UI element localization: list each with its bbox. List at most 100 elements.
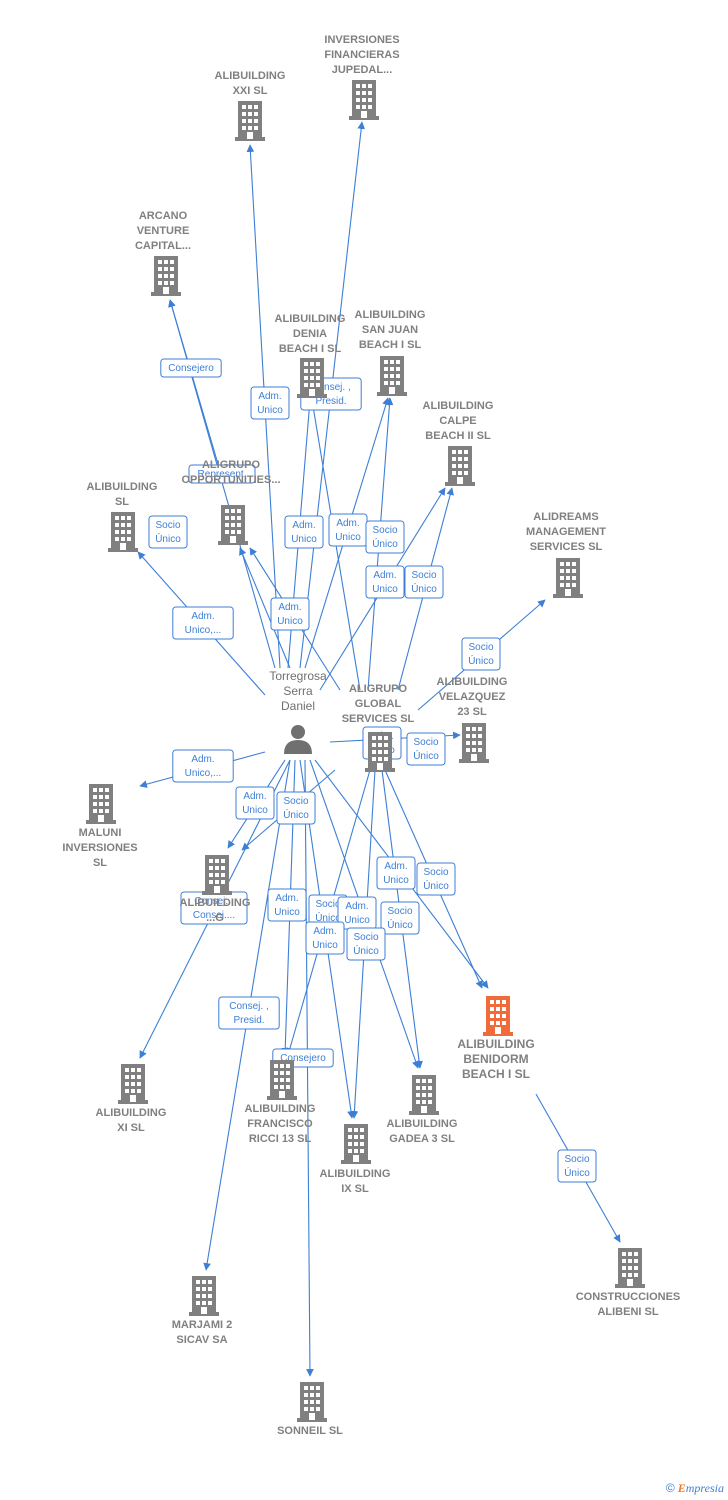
badge-text: Único <box>468 654 494 667</box>
relation-badge[interactable]: Adm.Unico,... <box>172 749 234 783</box>
company-node-n8[interactable]: ALIBUILDING SL <box>87 481 158 552</box>
building-icon <box>483 996 513 1036</box>
company-label: ALIBUILDING <box>245 1103 316 1115</box>
building-icon <box>365 732 395 772</box>
building-icon <box>118 1064 148 1104</box>
badge-text: Adm. <box>336 518 359 529</box>
badge-box <box>148 515 188 549</box>
relation-badge[interactable]: Adm.Unico <box>284 515 324 549</box>
relation-badge[interactable]: Adm. Unico <box>328 513 368 547</box>
building-icon <box>615 1248 645 1288</box>
company-label: ALIBUILDING <box>180 897 251 909</box>
relation-badge[interactable]: Adm.Unico <box>267 888 307 922</box>
badge-text: Adm. <box>278 602 301 613</box>
badge-text: Socio <box>387 906 412 917</box>
relation-badge[interactable]: Adm.Unico <box>235 786 275 820</box>
badge-text: Consej. , <box>311 382 350 393</box>
badge-text: Unico <box>335 532 361 543</box>
badge-text: Único <box>413 749 439 762</box>
relation-badge[interactable]: Adm. Unico <box>337 896 377 930</box>
badge-text: Adm. <box>345 901 368 912</box>
company-label: ALIGRUPO <box>202 459 261 471</box>
badge-box <box>305 921 345 955</box>
company-label: SAN JUAN <box>362 324 418 336</box>
badge-text: Adm. <box>275 893 298 904</box>
relation-badge[interactable]: Consej. ,Presid. <box>218 996 280 1030</box>
relation-badge[interactable]: Consejero <box>160 358 222 378</box>
badge-text: Unico,... <box>185 625 222 636</box>
company-node-n21[interactable]: SONNEIL SL <box>277 1382 343 1437</box>
building-icon <box>349 80 379 120</box>
badge-text: Adm. <box>191 611 214 622</box>
company-node-n3[interactable]: ARCANOVENTURECAPITAL... <box>135 210 191 296</box>
badge-box <box>276 791 316 825</box>
company-label: ALIBUILDING <box>275 313 346 325</box>
badge-text: Socio <box>353 932 378 943</box>
brand-logo: © Empresia <box>666 1481 724 1496</box>
building-icon <box>297 358 327 398</box>
badge-box <box>380 901 420 935</box>
relation-badge[interactable]: Adm.Unico <box>365 565 405 599</box>
person-icon <box>284 725 312 754</box>
relation-badge[interactable]: Adm. Unico <box>270 597 310 631</box>
relation-badge[interactable]: Adm. Unico,... <box>172 606 234 640</box>
company-label: ALIBUILDING <box>87 481 158 493</box>
badge-text: Unico,... <box>185 768 222 779</box>
company-label: BENIDORM <box>463 1052 528 1066</box>
company-label: MARJAMI 2 <box>172 1319 233 1331</box>
badge-text: Socio <box>315 899 340 910</box>
badge-box <box>284 515 324 549</box>
relation-badge[interactable]: Adm.Unico <box>376 856 416 890</box>
company-node-n1[interactable]: INVERSIONESFINANCIERASJUPEDAL... <box>324 34 400 120</box>
company-node-n13[interactable]: ALIBUILDING...G <box>180 855 251 924</box>
relation-badge[interactable]: Adm.Unico <box>305 921 345 955</box>
badge-text: Unico <box>277 616 303 627</box>
badge-text: Único <box>353 944 379 957</box>
badge-text: Socio <box>564 1154 589 1165</box>
badge-text: Único <box>423 879 449 892</box>
badge-text: Socio <box>155 520 180 531</box>
badge-box <box>188 464 256 484</box>
building-icon <box>202 855 232 895</box>
badge-text: Unico <box>291 534 317 545</box>
relation-badge[interactable]: Adm.Unico <box>250 386 290 420</box>
relation-badge[interactable]: Represent. <box>188 464 256 484</box>
company-label: INVERSIONES <box>324 34 399 46</box>
badge-text: Socio <box>372 525 397 536</box>
company-label: SL <box>115 496 129 508</box>
building-icon <box>235 101 265 141</box>
badge-text: Unico <box>344 915 370 926</box>
building-icon <box>151 256 181 296</box>
company-label: 23 SL <box>457 706 487 718</box>
company-node-n7[interactable]: ALIGRUPOOPPORTUNITIES... <box>181 459 281 545</box>
company-label: ALIBUILDING <box>320 1168 391 1180</box>
badge-text: Único <box>155 532 181 545</box>
building-icon <box>189 1276 219 1316</box>
